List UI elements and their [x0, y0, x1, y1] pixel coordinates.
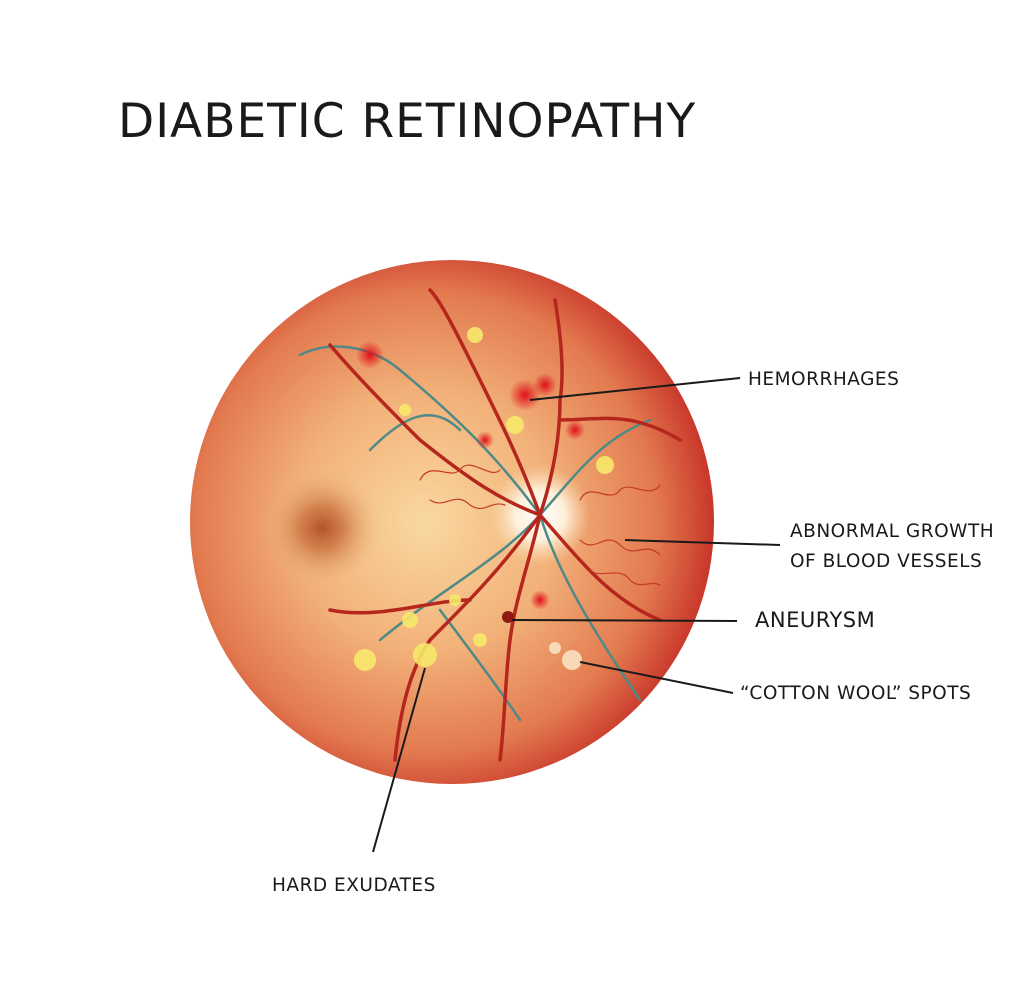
label-hemorrhages: HEMORRHAGES [748, 369, 900, 390]
blood-vessels [298, 288, 682, 762]
leader-lines [372, 377, 781, 853]
retina-fundus [190, 260, 714, 784]
label-cotton-wool-spots: “COTTON WOOL” SPOTS [740, 683, 972, 704]
label-abnormal-growth-line2: OF BLOOD VESSELS [790, 551, 983, 572]
macula [262, 468, 382, 588]
hemorrhage-spots [356, 341, 585, 610]
page-title: DIABETIC RETINOPATHY [118, 94, 697, 149]
label-aneurysm: ANEURYSM [755, 608, 876, 632]
cotton-wool-spots [549, 642, 582, 670]
label-hard-exudates: HARD EXUDATES [272, 875, 436, 896]
hard-exudates-spots [354, 327, 614, 671]
label-abnormal-growth-line1: ABNORMAL GROWTH [790, 521, 995, 542]
aneurysm-spot [502, 611, 514, 623]
